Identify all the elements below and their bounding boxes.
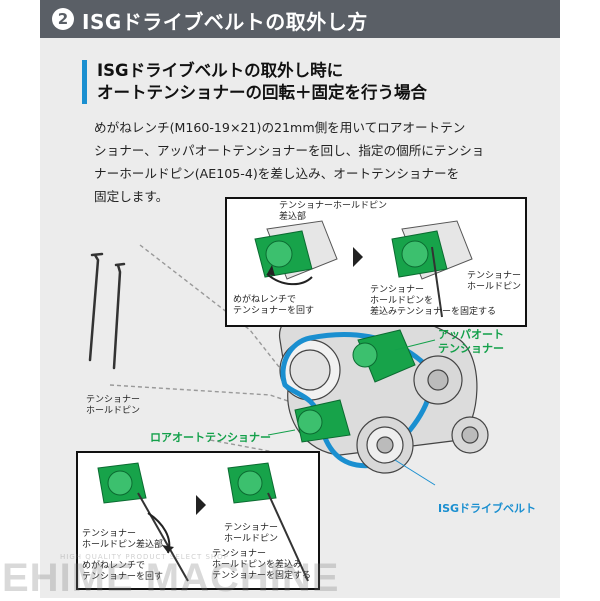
- subheading-line-1: ISGドライブベルトの取外し時に: [97, 61, 344, 80]
- upper-pin-label: テンショナー ホールドピン: [467, 271, 522, 292]
- upper-detail-box: テンショナーホールドピン 差込部 めがねレンチで テンショナーを回す テンショナ…: [225, 197, 527, 327]
- lower-pin-label: テンショナー ホールドピン: [224, 523, 279, 544]
- watermark-logo: EHIME MACHINE: [2, 556, 340, 600]
- lower-detail-drawing: [97, 462, 309, 582]
- upper-fix-label: テンショナー ホールドピンを 差込みテンショナーを固定する: [370, 285, 497, 317]
- upper-insert-label: テンショナーホールドピン 差込部: [279, 201, 388, 222]
- lower-wrench-label: めがねレンチで テンショナーを回す: [82, 561, 164, 582]
- hold-pin-tool-drawing: [88, 252, 126, 370]
- arrow-icon: [353, 247, 363, 267]
- isg-belt-label: ISGドライブベルト: [438, 502, 537, 515]
- section-number: 2: [52, 8, 74, 30]
- engine-illustration: [88, 244, 489, 486]
- instruction-line-3: ナーホールドピン(AE105-4)を差し込み、オートテンショナーを: [94, 166, 460, 181]
- instruction-line-4: 固定します。: [94, 189, 169, 204]
- watermark-tagline: HIGH QUALITY PRODUCT SELECT SHOP: [60, 553, 229, 561]
- section-header: 2 ISGドライブベルトの取外し方: [40, 0, 560, 38]
- lower-insert-label: テンショナー ホールドピン差込部: [82, 529, 164, 550]
- arrow-icon: [196, 495, 206, 515]
- instruction-line-2: ショナー、アッパオートテンショナーを回し、指定の個所にテンショ: [94, 143, 485, 158]
- instruction-text: めがねレンチ(M160-19×21)の21mm側を用いてロアオートテン ショナー…: [94, 116, 534, 208]
- lower-detail-box: テンショナー ホールドピン差込部 めがねレンチで テンショナーを回す テンショナ…: [76, 451, 320, 590]
- lower-tensioner-label: ロアオートテンショナー: [150, 431, 271, 444]
- subheading-line-2: オートテンショナーの回転＋固定を行う場合: [97, 83, 427, 102]
- pin-tool-label: テンショナー ホールドピン: [86, 395, 141, 416]
- subheading: ISGドライブベルトの取外し時に オートテンショナーの回転＋固定を行う場合: [82, 60, 537, 104]
- lower-fix-label: テンショナー ホールドピンを差込み テンショナーを固定する: [212, 549, 312, 581]
- upper-detail-drawing: [254, 220, 473, 318]
- upper-tensioner-label: アッパオート テンショナー: [438, 328, 504, 355]
- section-title: ISGドライブベルトの取外し方: [82, 10, 368, 34]
- instruction-line-1: めがねレンチ(M160-19×21)の21mm側を用いてロアオートテン: [94, 120, 466, 135]
- upper-wrench-label: めがねレンチで テンショナーを回す: [233, 295, 315, 316]
